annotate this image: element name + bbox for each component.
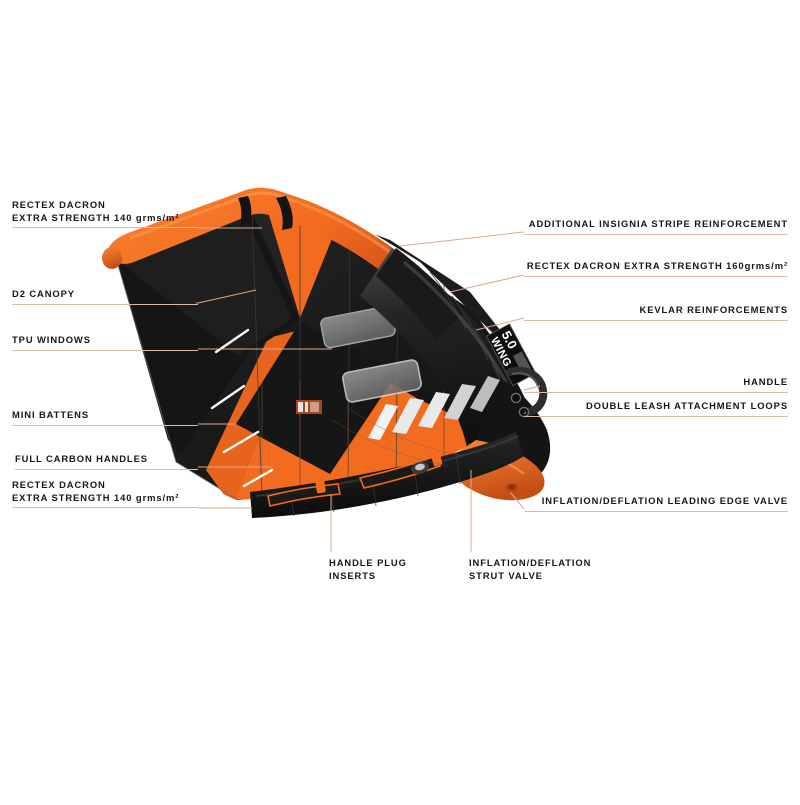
leader-kevlar (475, 317, 525, 331)
callout-rule (15, 468, 198, 470)
leader-le-valve (509, 491, 525, 510)
callout-line: EXTRA STRENGTH 140 grms/m² (12, 211, 180, 223)
callout-rectex-dacron-140-top: RECTEX DACRON EXTRA STRENGTH 140 grms/m² (12, 199, 198, 229)
callout-line: INSERTS (329, 569, 377, 581)
callout-kevlar-reinforcements: KEVLAR REINFORCEMENTS (524, 304, 788, 321)
callout-line: INFLATION/DEFLATION LEADING EDGE VALVE (541, 495, 788, 506)
callout-rule (12, 349, 198, 351)
callout-rectex-dacron-140-bottom: RECTEX DACRON EXTRA STRENGTH 140 grms/m² (12, 479, 198, 509)
callout-line: MINI BATTENS (12, 409, 90, 420)
callout-rule (524, 275, 788, 277)
callout-d2-canopy: D2 CANOPY (12, 288, 198, 305)
callout-rule (12, 227, 198, 229)
callout-line: TPU WINDOWS (12, 334, 91, 345)
callout-line: RECTEX DACRON (12, 199, 106, 210)
callout-line: RECTEX DACRON (12, 479, 106, 490)
callout-mini-battens: MINI BATTENS (12, 409, 198, 426)
callout-rule (524, 233, 788, 235)
callout-rule (524, 510, 788, 512)
callout-double-leash-attachment-loops: DOUBLE LEASH ATTACHMENT LOOPS (524, 400, 788, 417)
handle-plug-inserts (315, 451, 443, 494)
callout-additional-insignia-stripe-reinforcement: ADDITIONAL INSIGNIA STRIPE REINFORCEMENT (524, 218, 788, 235)
callout-line: FULL CARBON HANDLES (15, 453, 148, 464)
callout-handle: HANDLE (524, 376, 788, 393)
tpu-window-lower (342, 359, 422, 403)
callout-line: EXTRA STRENGTH 140 grms/m² (12, 491, 180, 503)
leader-rectex-160 (449, 274, 525, 293)
callout-rectex-dacron-160: RECTEX DACRON EXTRA STRENGTH 160grms/m² (524, 260, 788, 277)
leader-leash-loops (523, 411, 527, 415)
callout-handle-plug-inserts: HANDLE PLUG INSERTS (329, 557, 407, 582)
insignia-hash-stripes (368, 376, 500, 440)
leader-lines (196, 227, 541, 552)
callout-line: STRUT VALVE (469, 569, 543, 581)
canopy-logo-patch (296, 400, 322, 414)
callout-rule (12, 424, 198, 426)
callout-rule (524, 319, 788, 321)
callout-line: D2 CANOPY (12, 288, 75, 299)
leader-d2-canopy-slant (197, 289, 257, 304)
callout-inflation-deflation-leading-edge-valve: INFLATION/DEFLATION LEADING EDGE VALVE (524, 495, 788, 512)
strut (250, 376, 524, 518)
mini-battens (210, 328, 274, 488)
callout-line: ADDITIONAL INSIGNIA STRIPE REINFORCEMENT (528, 218, 788, 229)
callout-rule (524, 415, 788, 417)
callout-tpu-windows: TPU WINDOWS (12, 334, 198, 351)
wingtip-left (102, 247, 122, 269)
callout-line: HANDLE PLUG (329, 557, 407, 568)
callout-rule (12, 303, 198, 305)
callout-rule (12, 507, 198, 509)
size-label: 5.0 (499, 328, 521, 351)
callout-line: HANDLE (743, 376, 788, 387)
leader-insignia-stripe (399, 231, 525, 247)
leader-handle (523, 385, 541, 391)
leading-edge-tube (102, 187, 446, 318)
insignia-stripe-reinforcements (238, 196, 293, 230)
double-leash-attachment-loops (510, 392, 530, 418)
callout-full-carbon-handles: FULL CARBON HANDLES (15, 453, 198, 470)
handle (506, 366, 548, 416)
callout-line: KEVLAR REINFORCEMENTS (639, 304, 788, 315)
callout-line: DOUBLE LEASH ATTACHMENT LOOPS (585, 400, 788, 411)
callout-inflation-deflation-strut-valve: INFLATION/DEFLATION STRUT VALVE (469, 557, 591, 582)
callout-rule (524, 391, 788, 393)
inflation-deflation-strut-valve (411, 461, 429, 475)
callout-line: INFLATION/DEFLATION (469, 557, 592, 568)
inflation-deflation-leading-edge-valve (505, 483, 519, 493)
callout-line: RECTEX DACRON EXTRA STRENGTH 160grms/m² (526, 260, 788, 271)
